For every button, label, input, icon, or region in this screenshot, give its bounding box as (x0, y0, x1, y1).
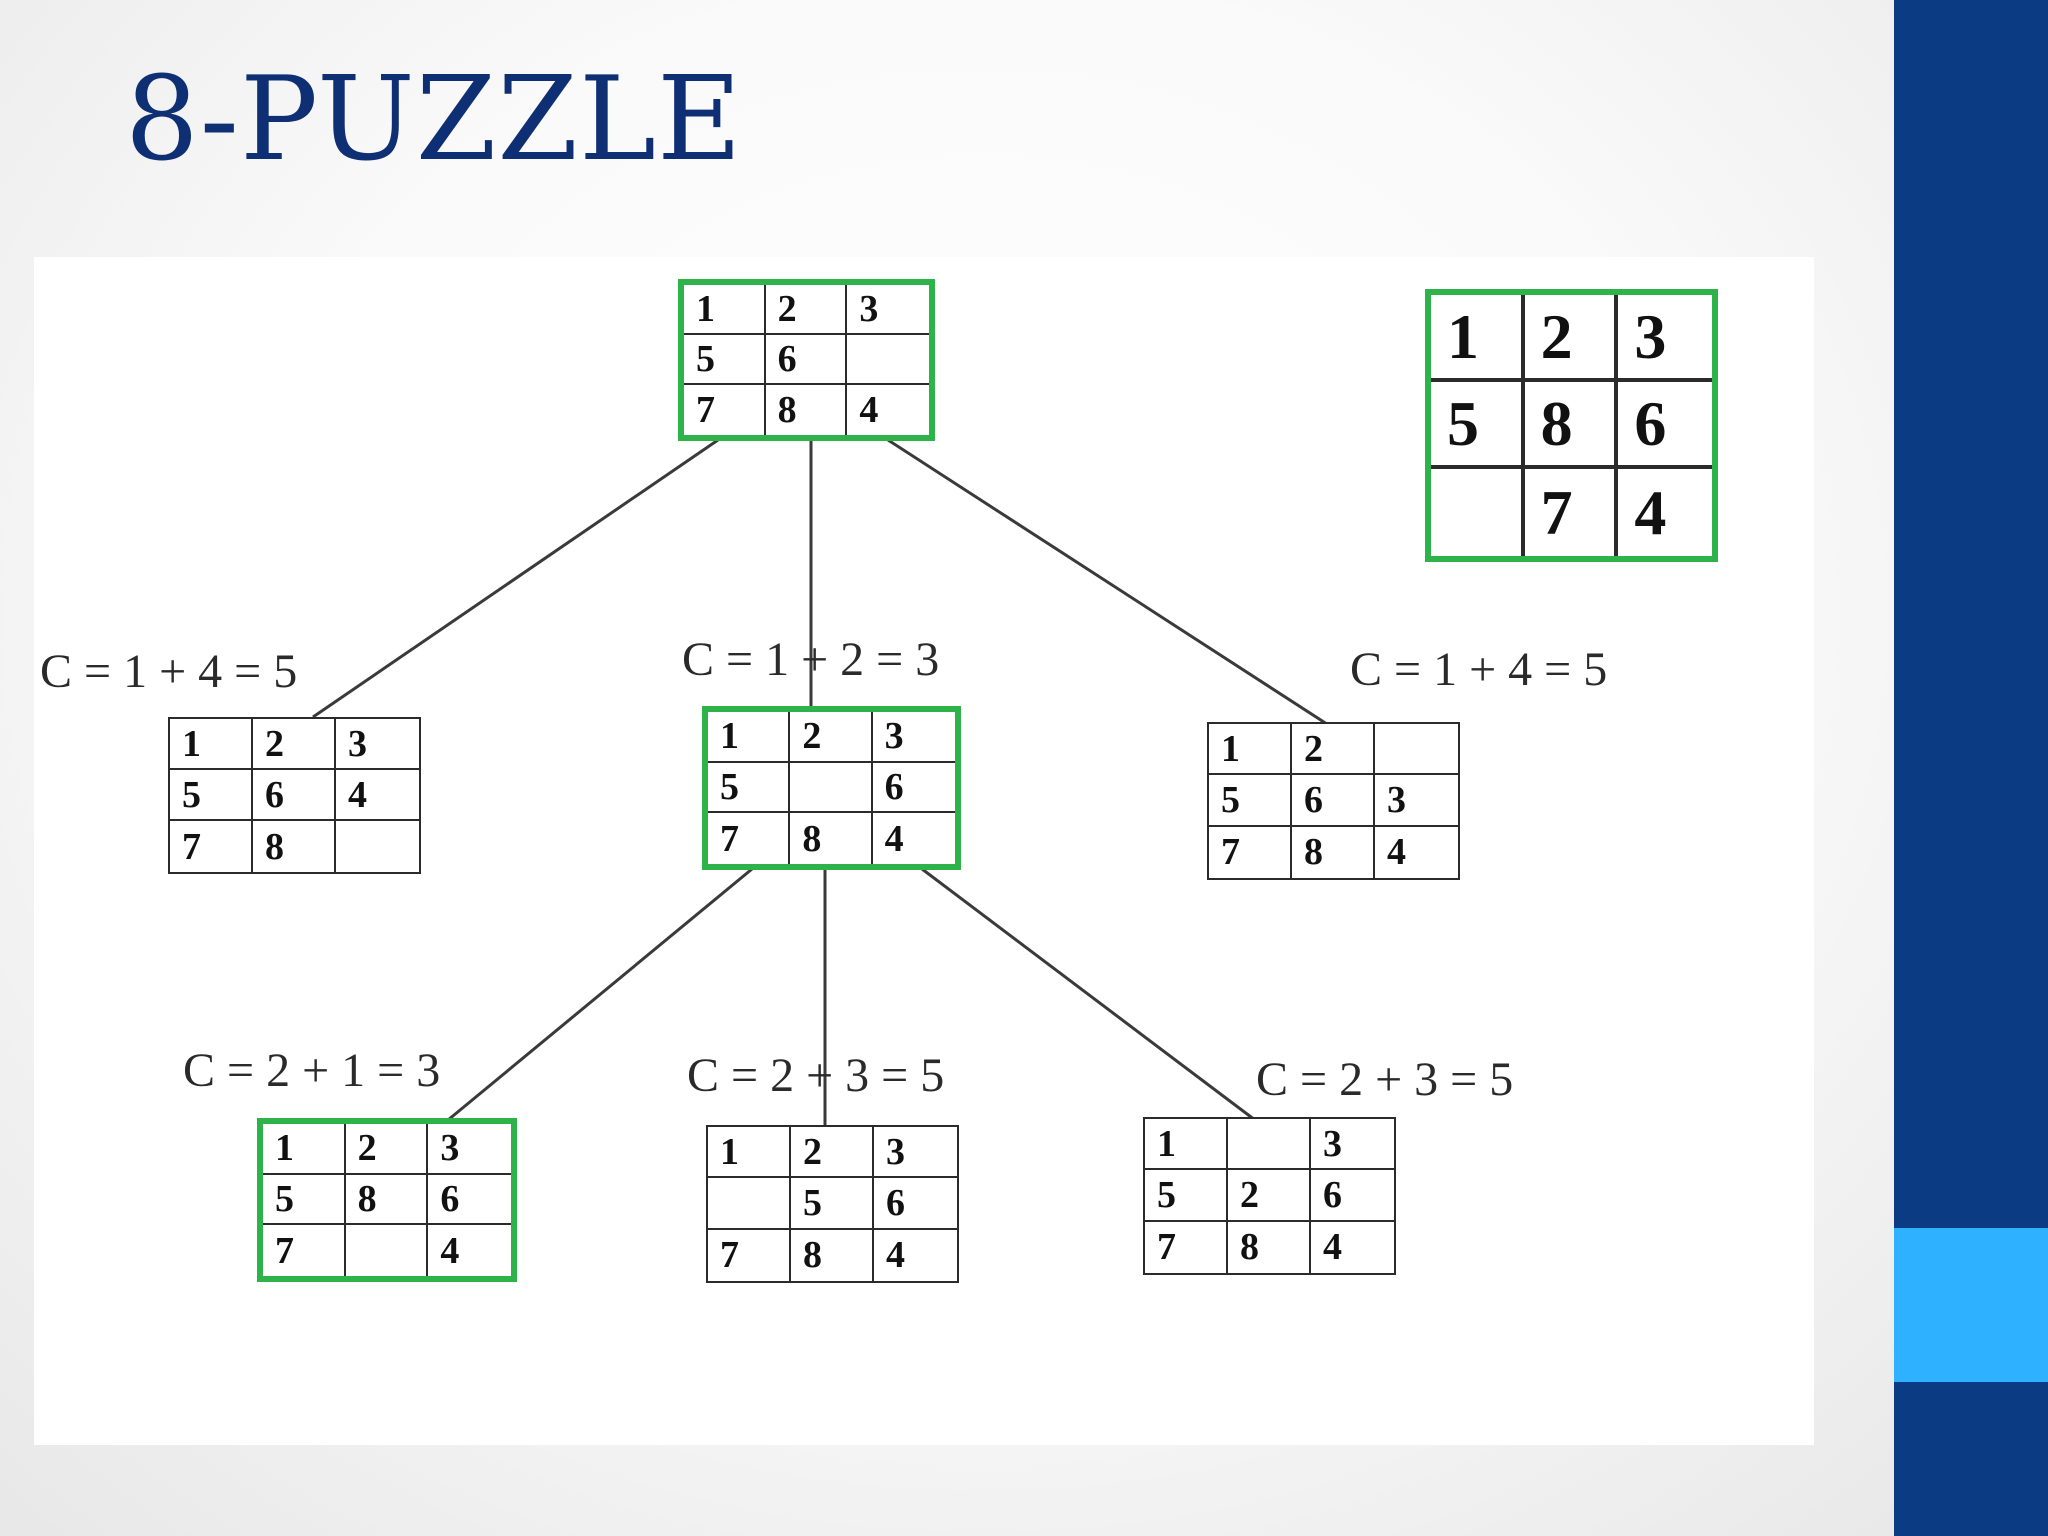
tile: 1 (684, 285, 766, 335)
cost-label-bottom-middle: C = 2 + 3 = 5 (687, 1049, 945, 1102)
edge-middle-to-right (921, 867, 1256, 1122)
tile: 4 (1634, 476, 1667, 548)
level1-middle-board: 1 2 3 5 6 7 8 4 (702, 706, 961, 870)
tile: 2 (765, 285, 848, 335)
tile (790, 762, 873, 814)
tile (1228, 1119, 1311, 1171)
tile: 2 (253, 719, 336, 770)
goal-state-board: 1 2 3 5 8 6 7 4 (1425, 289, 1718, 562)
tile: 6 (1292, 775, 1375, 827)
tile: 6 (765, 335, 848, 385)
tile: 6 (428, 1175, 511, 1226)
tile: 1 (170, 719, 253, 770)
tile: 7 (170, 821, 253, 872)
tile (708, 1178, 791, 1230)
level2-middle-board: 1 2 3 5 6 7 8 4 (706, 1125, 959, 1283)
tile: 3 (847, 285, 929, 335)
cost-label-left: C = 1 + 4 = 5 (40, 645, 298, 698)
tile: 1 (1431, 295, 1525, 382)
tile: 2 (791, 1127, 874, 1179)
tile: 3 (874, 1127, 957, 1179)
tile: 6 (1311, 1170, 1394, 1222)
tile: 1 (1209, 724, 1292, 776)
tile: 5 (708, 762, 791, 814)
tile: 5 (1145, 1170, 1228, 1222)
tile: 6 (874, 1178, 957, 1230)
level2-right-board: 1 3 5 2 6 7 8 4 (1143, 1117, 1396, 1275)
tile: 7 (708, 1229, 791, 1281)
tile: 2 (790, 712, 873, 763)
level1-left-board: 1 2 3 5 6 4 7 8 (168, 717, 421, 874)
tile (1431, 469, 1525, 556)
cost-label-middle: C = 1 + 2 = 3 (682, 633, 940, 686)
tile: 3 (872, 712, 955, 763)
tile: 8 (345, 1174, 429, 1226)
tile (336, 821, 419, 872)
tile: 5 (1209, 775, 1292, 827)
tile: 1 (708, 712, 791, 763)
tile: 5 (170, 770, 253, 821)
tile: 3 (1618, 295, 1712, 382)
level1-right-board: 1 2 5 6 3 7 8 4 (1207, 722, 1460, 880)
level2-left-board: 1 2 3 5 8 6 7 4 (257, 1118, 517, 1282)
tile: 1 (263, 1124, 346, 1175)
tile: 5 (263, 1174, 346, 1226)
tile: 5 (1431, 382, 1525, 469)
tile: 6 (872, 763, 955, 814)
tile: 3 (1375, 775, 1458, 827)
tile: 4 (336, 770, 419, 821)
tile: 1 (708, 1127, 791, 1179)
edge-middle-to-left (447, 867, 753, 1122)
tile: 7 (263, 1225, 346, 1276)
tile (847, 335, 929, 385)
tile: 7 (708, 813, 791, 864)
tile: 2 (1292, 724, 1375, 776)
tile: 4 (1387, 831, 1406, 874)
tile: 7 (1525, 469, 1619, 556)
edge-root-to-left (312, 438, 719, 719)
cost-label-bottom-right: C = 2 + 3 = 5 (1256, 1053, 1514, 1106)
tile: 5 (684, 335, 766, 385)
slide-title: 8-PUZZLE (125, 52, 743, 187)
tile: 3 (336, 719, 419, 770)
tile: 7 (1209, 826, 1292, 878)
tile: 4 (884, 817, 904, 860)
root-state-board: 1 2 3 5 6 7 8 4 (678, 279, 935, 441)
tile (1375, 724, 1458, 776)
tile: 3 (1311, 1119, 1394, 1171)
tile: 2 (1228, 1170, 1311, 1222)
tile: 7 (684, 385, 766, 435)
tile: 6 (253, 770, 336, 821)
tile: 8 (1524, 382, 1619, 469)
tile: 3 (428, 1124, 511, 1175)
tile: 8 (791, 1229, 874, 1281)
tile: 4 (886, 1234, 905, 1277)
tile: 4 (440, 1229, 460, 1272)
tile: 8 (766, 385, 848, 435)
tile: 8 (790, 813, 873, 864)
tile: 4 (1323, 1226, 1342, 1269)
tile: 5 (791, 1178, 874, 1230)
tile: 8 (1292, 826, 1375, 878)
tile: 2 (345, 1124, 429, 1175)
tile: 8 (253, 821, 336, 872)
decorative-side-accent (1894, 1228, 2048, 1382)
tile: 6 (1618, 382, 1712, 469)
tile: 1 (1145, 1119, 1228, 1171)
cost-label-bottom-left: C = 2 + 1 = 3 (183, 1044, 441, 1097)
tile: 4 (859, 389, 879, 431)
tile: 2 (1524, 295, 1619, 382)
edge-root-to-right (887, 438, 1331, 728)
tile (346, 1225, 429, 1276)
tile: 8 (1228, 1221, 1311, 1273)
cost-label-right: C = 1 + 4 = 5 (1350, 643, 1608, 696)
tile: 7 (1145, 1221, 1228, 1273)
